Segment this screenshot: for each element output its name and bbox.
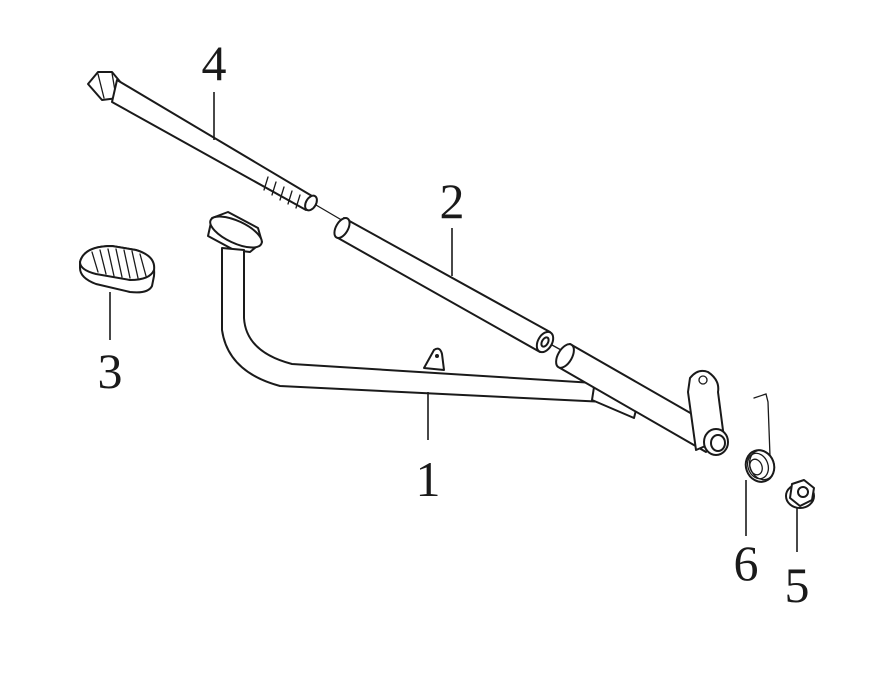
part-4-bolt <box>87 71 346 223</box>
part-1-pedal-arm <box>207 211 729 456</box>
callout-5: 5 <box>785 557 810 613</box>
part-3-pedal-rubber <box>79 245 156 294</box>
callout-4: 4 <box>202 35 227 91</box>
part-5-nut <box>785 479 815 509</box>
part-6-spring <box>744 393 776 483</box>
callout-1: 1 <box>416 451 441 507</box>
callout-2: 2 <box>440 173 465 229</box>
part-2-shaft <box>333 217 571 356</box>
callout-6: 6 <box>734 535 759 591</box>
callout-3: 3 <box>98 343 123 399</box>
